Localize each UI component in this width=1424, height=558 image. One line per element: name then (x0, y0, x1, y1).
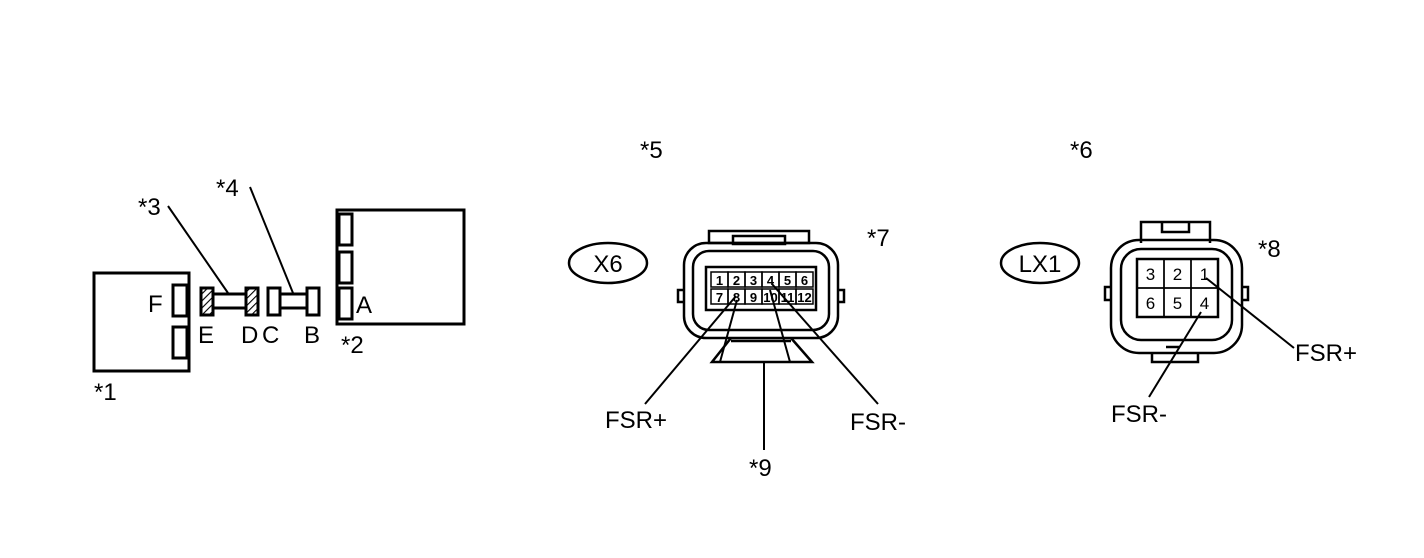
callout-8: *8 (1258, 236, 1281, 263)
connector-code-x6-oval (567, 241, 649, 285)
leader-x6-lever-right (769, 289, 791, 363)
adapter-4-end-b (305, 286, 321, 317)
connector-x6-housing-inner (691, 249, 831, 332)
pin-cell: 4 (1190, 287, 1219, 318)
callout-1: *1 (94, 379, 117, 406)
callout-3: *3 (138, 194, 161, 221)
pin-cell: 2 (1163, 258, 1192, 289)
lx1-fsr-minus-label: FSR- (1111, 401, 1167, 428)
connector-code-lx1-oval (999, 241, 1081, 285)
leader-4 (249, 186, 294, 294)
adapter-3-end-d (244, 286, 260, 317)
pin-label: 12 (797, 290, 811, 305)
pin-label: 4 (767, 273, 775, 288)
component-2-terminal-1 (337, 212, 354, 247)
pin-cell: 9 (744, 288, 763, 305)
pin-label: 1 (1200, 265, 1209, 284)
pin-cell: 7 (710, 288, 729, 305)
callout-2: *2 (341, 332, 364, 359)
connector-lx1-top-tab (1139, 220, 1212, 243)
leader-3 (167, 205, 229, 294)
connector-x6-pins: 1 2 3 4 5 6 7 8 9 10 11 12 (710, 271, 814, 305)
connector-lx1-leaders (1148, 277, 1295, 398)
terminal-label-a: A (356, 292, 372, 319)
connector-x6-pin-frame (704, 265, 818, 312)
pin-label: 11 (781, 290, 795, 305)
callout-5: *5 (640, 137, 663, 164)
pin-cell: 5 (778, 271, 797, 288)
terminal-label-b: B (304, 322, 320, 349)
connector-lx1-right-ear (1242, 285, 1250, 302)
connector-lx1-bottom-latch (1150, 353, 1200, 364)
connector-x6-left-ear (676, 288, 684, 304)
adapter-3-body (211, 292, 248, 310)
connector-lx1-pins: 3 2 1 6 5 4 (1136, 258, 1219, 318)
pin-cell: 5 (1163, 287, 1192, 318)
component-2-terminal-2 (337, 250, 354, 285)
pin-label: 1 (716, 273, 723, 288)
connector-x6-right-ear (838, 288, 846, 304)
component-1-box (92, 271, 191, 373)
pin-label: 6 (801, 273, 808, 288)
callout-9: *9 (749, 455, 772, 482)
pin-label: 3 (750, 273, 757, 288)
pin-label: 9 (750, 290, 757, 305)
pin-label: 2 (1173, 265, 1182, 284)
callout-6: *6 (1070, 137, 1093, 164)
leader-x6-fsr-minus (771, 283, 879, 405)
pin-cell: 3 (744, 271, 763, 288)
component-1-terminal-upper (171, 283, 189, 318)
pin-label: 4 (1200, 294, 1209, 313)
pin-label: 8 (733, 290, 740, 305)
leader-x6-lever-left (719, 299, 738, 363)
connector-lx1-top-notch (1160, 222, 1191, 234)
connector-x6 (676, 229, 846, 364)
callout-7: *7 (867, 225, 890, 252)
component-2-terminal-3 (337, 286, 354, 321)
pin-label: 5 (784, 273, 791, 288)
leader-x6-fsr-plus (644, 295, 737, 405)
adapter-4-body (278, 292, 309, 310)
pin-cell: 3 (1136, 258, 1165, 289)
pin-cell: 4 (761, 271, 780, 288)
pin-label: 5 (1173, 294, 1182, 313)
connector-lx1-left-ear (1103, 285, 1111, 302)
lx1-fsr-plus-label: FSR+ (1295, 340, 1357, 367)
pin-cell: 2 (727, 271, 746, 288)
pin-cell: 12 (795, 288, 814, 305)
pin-label: 6 (1146, 294, 1155, 313)
pin-label: 2 (733, 273, 740, 288)
pin-cell: 6 (1136, 287, 1165, 318)
leader-lx1-fsr-plus (1205, 277, 1295, 349)
terminal-label-e: E (198, 322, 214, 349)
x6-fsr-minus-label: FSR- (850, 409, 906, 436)
component-1-terminal-lower (171, 325, 189, 360)
pin-cell: 1 (710, 271, 729, 288)
connector-code-lx1: LX1 (1019, 251, 1062, 278)
connector-lx1 (1103, 220, 1250, 364)
x6-fsr-plus-label: FSR+ (605, 407, 667, 434)
inspection-setup (92, 186, 466, 373)
terminal-label-f: F (148, 291, 163, 318)
terminal-label-d: D (241, 322, 258, 349)
connector-x6-housing-outer (682, 241, 840, 340)
leader-lx1-fsr-minus (1148, 311, 1202, 398)
connector-code-x6: X6 (593, 251, 622, 278)
connector-x6-lock-lever (709, 337, 815, 364)
connector-lx1-housing-inner (1119, 247, 1234, 342)
pin-label: 3 (1146, 265, 1155, 284)
pin-label: 7 (716, 290, 723, 305)
terminal-label-c: C (262, 322, 279, 349)
adapter-4-end-c (266, 286, 282, 317)
adapter-3-end-e (199, 286, 215, 317)
connector-x6-leaders (644, 283, 879, 450)
pin-cell: 6 (795, 271, 814, 288)
callout-4: *4 (216, 175, 239, 202)
component-2-box (335, 208, 466, 326)
